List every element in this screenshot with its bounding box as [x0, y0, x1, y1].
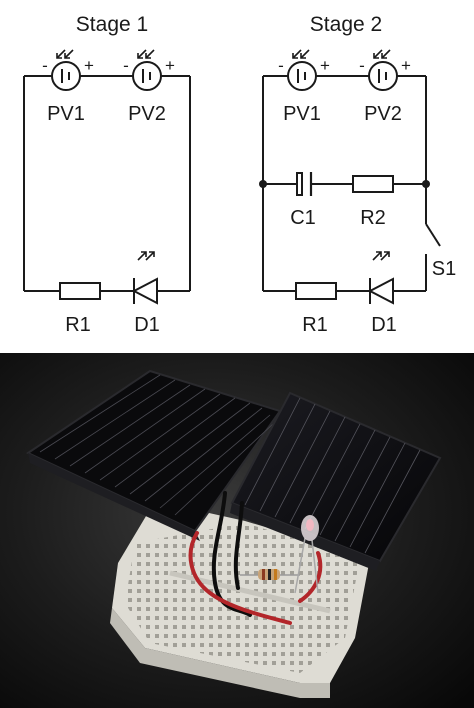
- breadboard-photo: [0, 353, 474, 708]
- stage-1-r1-resistor: R1: [59, 282, 101, 336]
- stage-2-s1-switch: S1: [432, 258, 456, 280]
- stage-1-pv1-plus: +: [84, 56, 94, 75]
- stage-2-r2-label: R2: [360, 207, 386, 229]
- stage-1-d1-label: D1: [134, 314, 160, 336]
- led-component: [294, 515, 319, 594]
- stage-2-pv1-minus: -: [278, 56, 284, 75]
- solar-panel-left: [25, 369, 282, 541]
- stage-1-r1-label: R1: [65, 314, 91, 336]
- stage-2-r2-resistor: R2: [352, 175, 394, 229]
- stage-1-pv2-cell: - + PV2: [123, 49, 175, 125]
- stage-2-title: Stage 2: [310, 13, 382, 36]
- stage-2-pv1-cell: - + PV1: [278, 49, 330, 125]
- stage-2-circuit: Stage 2 - +: [259, 13, 456, 336]
- stage-2-d1-label: D1: [371, 314, 397, 336]
- stage-2-pv1-label: PV1: [283, 103, 321, 125]
- stage-1-title: Stage 1: [76, 13, 148, 36]
- stage-2-s1-label: S1: [432, 258, 456, 280]
- stage-2-junction-left: [259, 180, 267, 188]
- stage-1-pv2-minus: -: [123, 56, 129, 75]
- stage-1-pv1-cell: - + PV1: [42, 49, 94, 125]
- stage-2-pv1-plus: +: [320, 56, 330, 75]
- stage-2-d1-led: D1: [367, 251, 397, 336]
- stage-2-pv2-minus: -: [359, 56, 365, 75]
- stage-2-pv2-label: PV2: [364, 103, 402, 125]
- stage-1-pv1-minus: -: [42, 56, 48, 75]
- stage-1-d1-led: D1: [131, 251, 160, 336]
- stage-1-circuit: Stage 1 - + PV1 -: [23, 13, 191, 336]
- stage-2-junction-right: [422, 180, 430, 188]
- stage-1-pv2-label: PV2: [128, 103, 166, 125]
- stage-2-pv2-cell: - + PV2: [359, 49, 411, 125]
- resistor-component: [240, 569, 300, 580]
- stage-1-pv1-label: PV1: [47, 103, 85, 125]
- stage-2-pv2-plus: +: [401, 56, 411, 75]
- stage-1-pv2-plus: +: [165, 56, 175, 75]
- stage-2-c1-label: C1: [290, 207, 316, 229]
- stage-1-wires: [23, 75, 191, 292]
- stage-2-r1-resistor: R1: [295, 282, 337, 336]
- stage-2-c1-capacitor: C1: [290, 172, 316, 229]
- circuit-schematics: Stage 1 - + PV1 -: [23, 13, 456, 336]
- stage-2-r1-label: R1: [302, 314, 328, 336]
